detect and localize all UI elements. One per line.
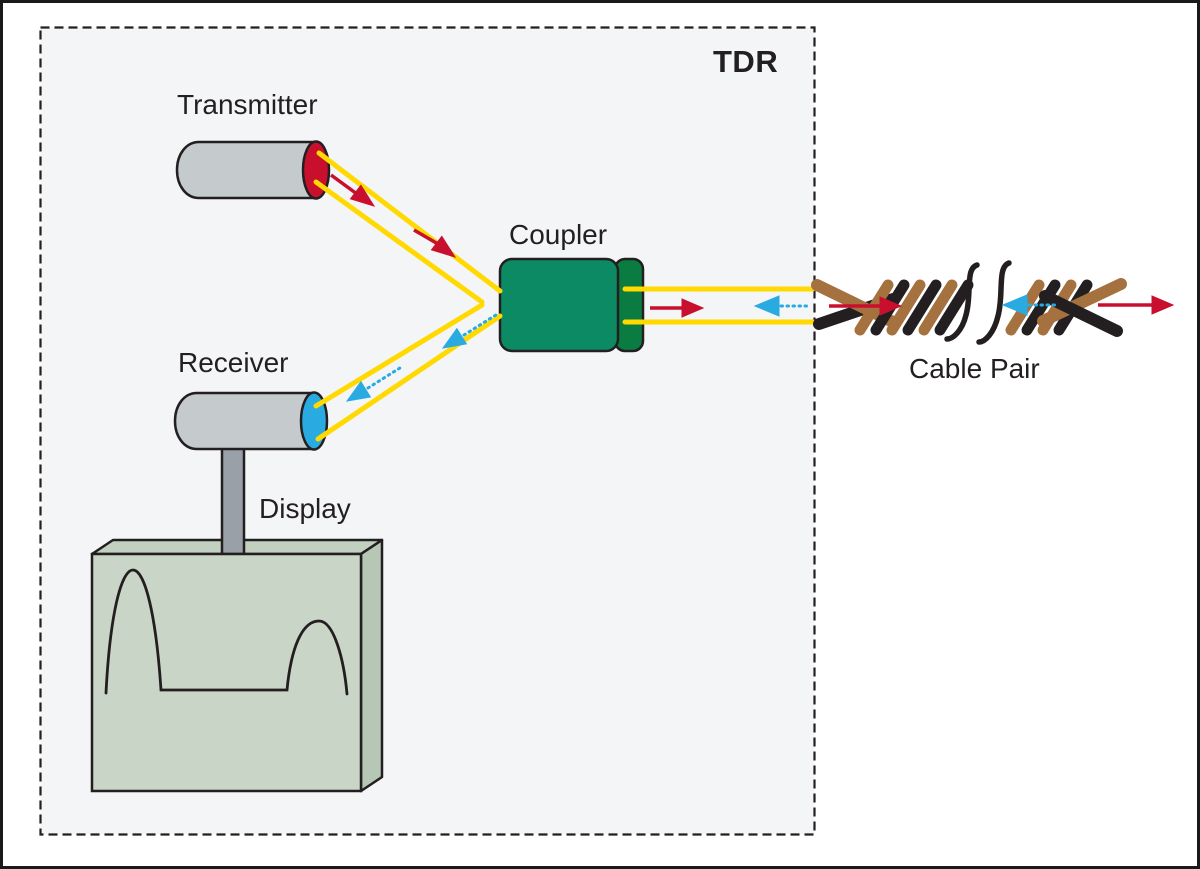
transmitter-body xyxy=(175,140,318,200)
fiber-lines xyxy=(313,150,816,442)
receiver-device xyxy=(173,391,329,451)
reflected-signal-arrow-icon xyxy=(345,364,405,402)
waveform-trace xyxy=(104,568,349,696)
reflected-signal-arrow-icon xyxy=(1001,294,1057,316)
cable-pair xyxy=(811,260,1127,345)
outgoing-signal-arrows xyxy=(329,173,1175,318)
coupler-device xyxy=(498,257,645,353)
fiber-receive-lower xyxy=(315,313,503,442)
receiver-body xyxy=(173,391,316,451)
cable-black-wire-right xyxy=(1039,290,1123,337)
tdr-title: TDR xyxy=(713,44,779,79)
display-side-face xyxy=(359,538,384,793)
outgoing-signal-arrow-icon xyxy=(829,296,903,316)
receiver-label: Receiver xyxy=(178,347,289,378)
display-front-face xyxy=(90,552,363,793)
cable-pair-label: Cable Pair xyxy=(909,353,1040,384)
twist-stripe xyxy=(918,279,958,336)
twist-stripe xyxy=(934,279,974,336)
cable-break-mark-1 xyxy=(944,262,980,342)
transmitter-label: Transmitter xyxy=(177,89,318,120)
outgoing-signal-arrow-icon xyxy=(1098,295,1175,315)
outgoing-signal-arrow-icon xyxy=(413,228,457,258)
twist-stripe xyxy=(902,279,942,336)
cable-brown-wire-left xyxy=(811,279,897,327)
reflected-signal-arrow-icon xyxy=(441,311,501,349)
coupler-label: Coupler xyxy=(509,219,608,250)
reflected-signal-arrows xyxy=(345,294,1057,402)
twist-stripe xyxy=(886,279,926,336)
fiber-transmit-lower xyxy=(313,179,485,305)
display-label: Display xyxy=(259,493,351,524)
outgoing-signal-arrow-icon xyxy=(329,173,376,207)
cable-break-mark-2 xyxy=(976,260,1012,345)
cable-brown-wire-right xyxy=(1037,278,1127,327)
transmitter-device xyxy=(175,140,331,200)
fiber-receive-upper xyxy=(313,302,485,409)
coupler-body xyxy=(498,257,620,353)
outgoing-signal-arrow-icon xyxy=(650,298,705,318)
diagram-svg xyxy=(39,26,1175,836)
display-stem xyxy=(220,444,246,556)
fiber-transmit-upper xyxy=(316,150,503,294)
display-unit xyxy=(90,444,384,793)
reflected-signal-arrow-icon xyxy=(753,295,811,317)
